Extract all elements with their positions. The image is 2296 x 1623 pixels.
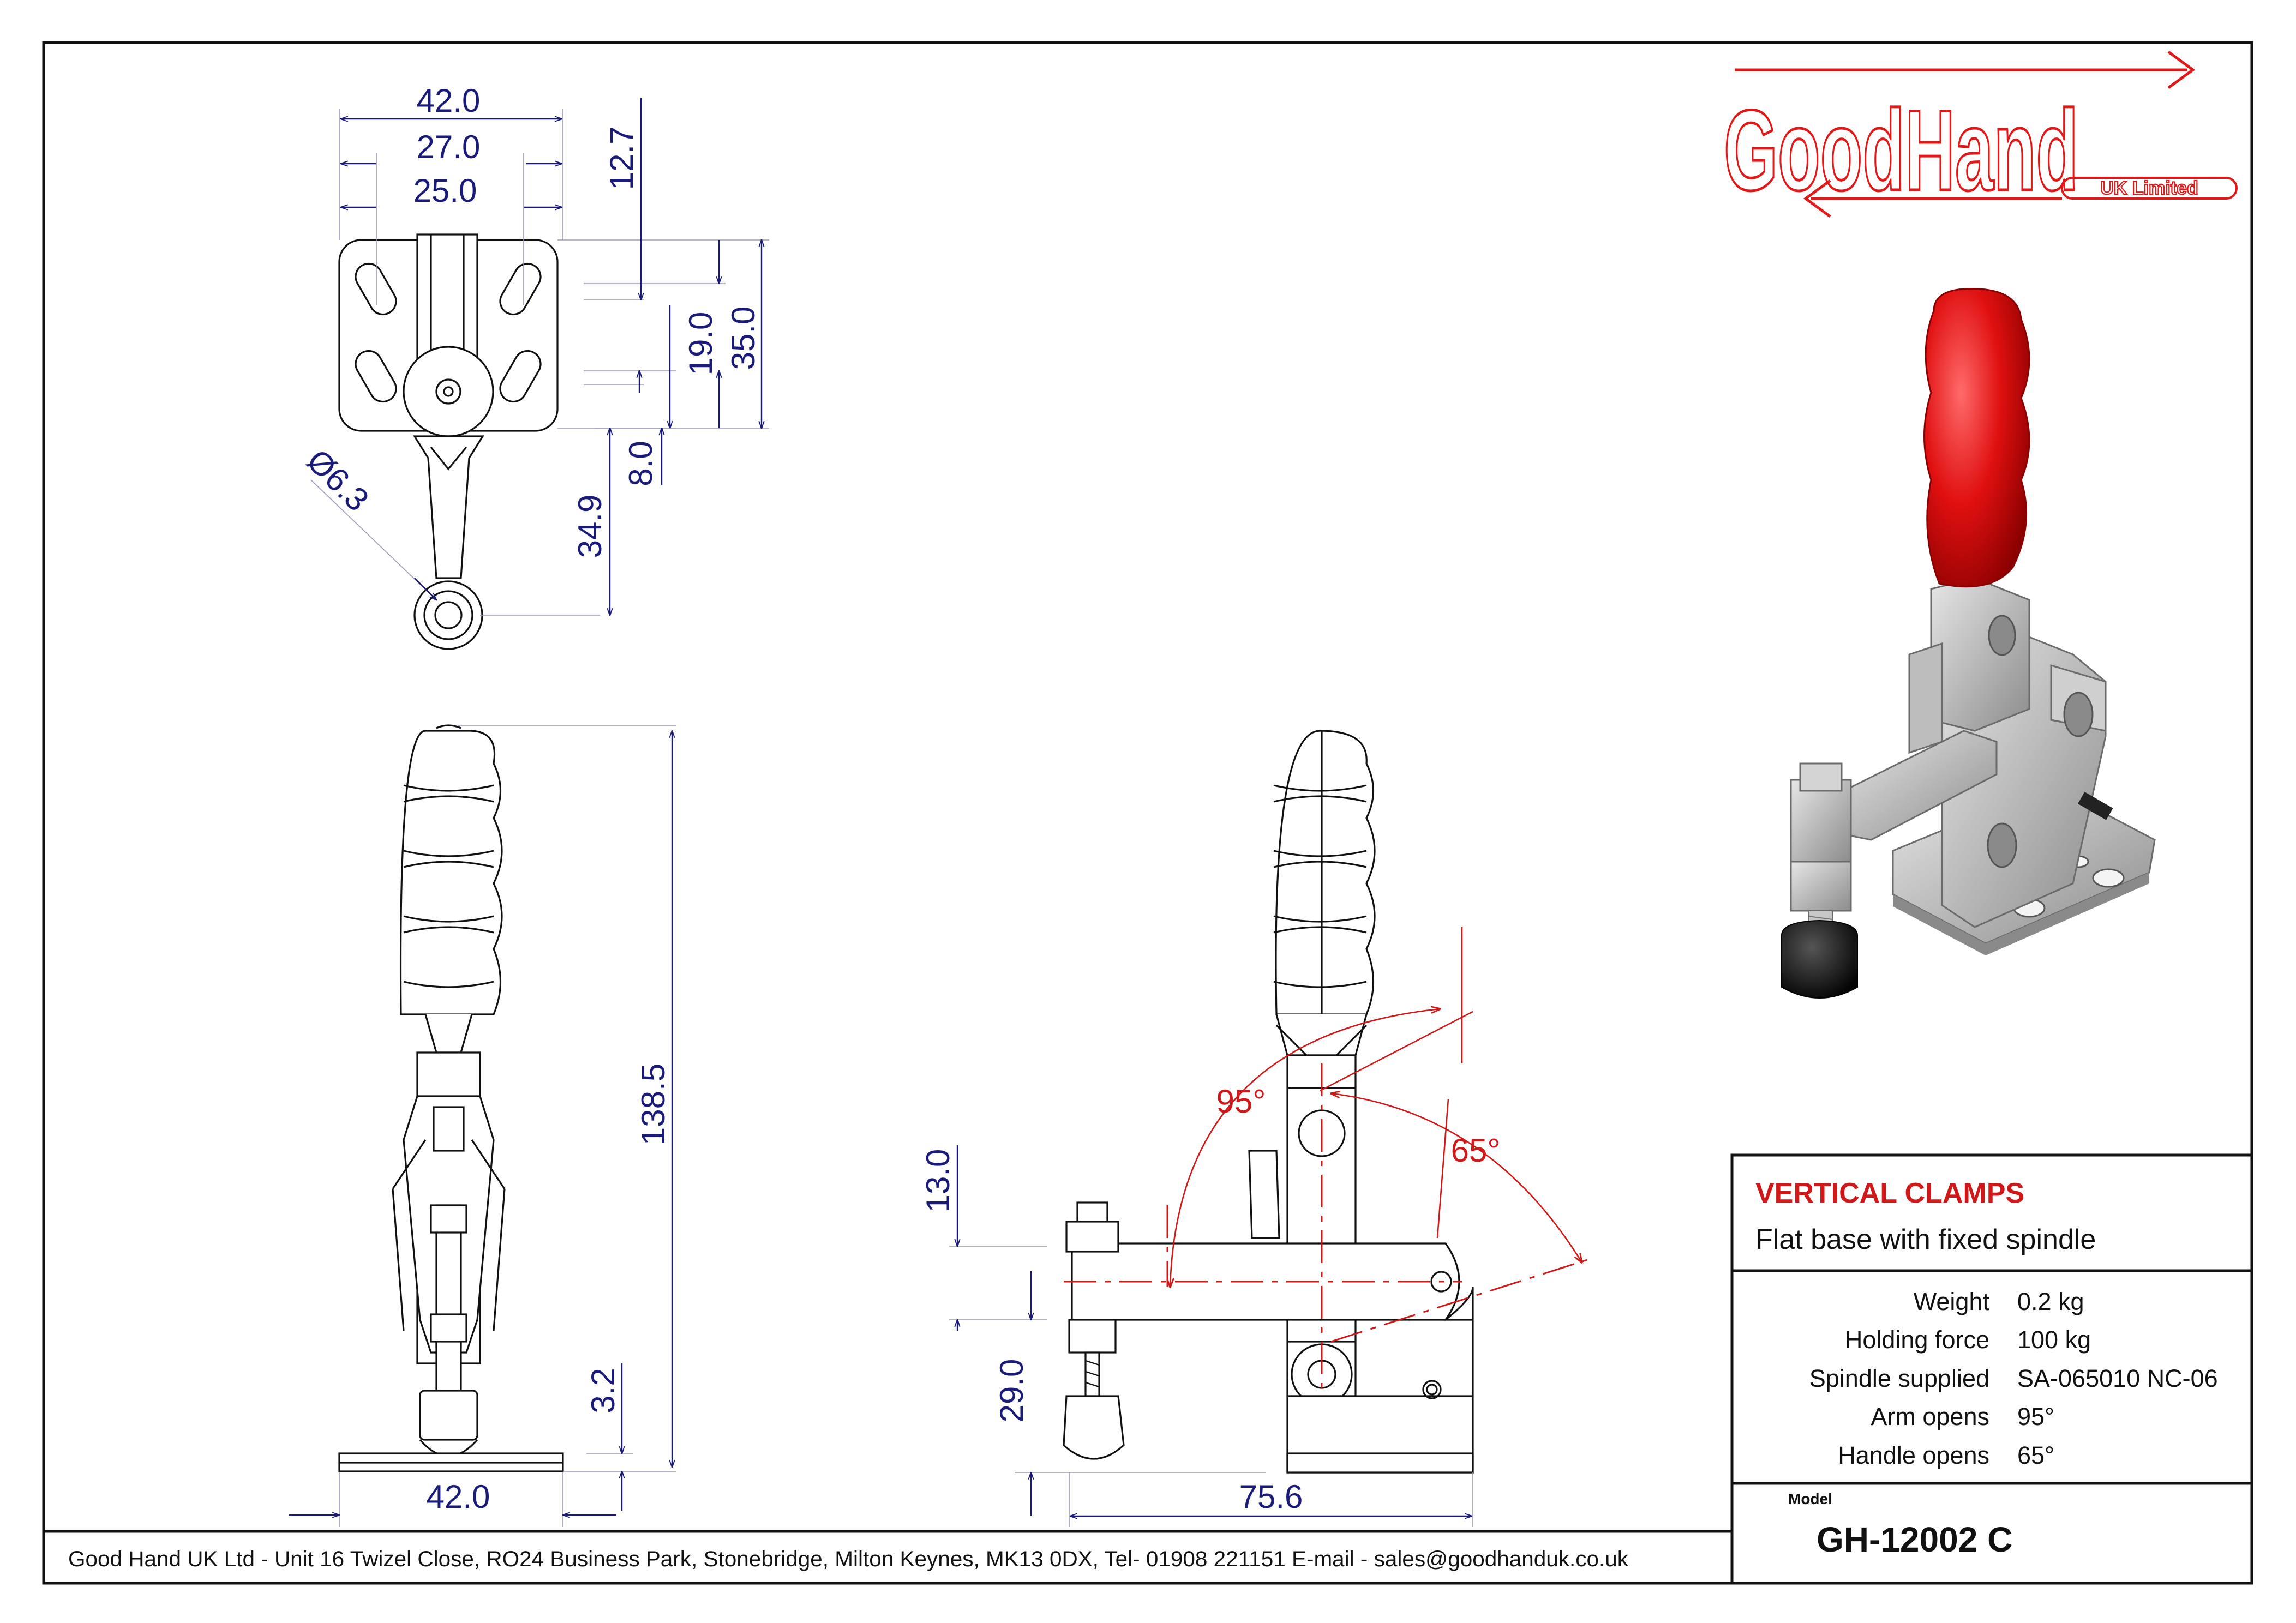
dim-side-42-0: 42.0	[427, 1478, 490, 1515]
spec-value: SA-065010 NC-06	[2017, 1364, 2218, 1392]
spec-value: 100 kg	[2017, 1326, 2091, 1354]
dim-front-75-6: 75.6	[1239, 1478, 1303, 1515]
spec-label: Holding force	[1845, 1326, 1989, 1354]
spec-label: Arm opens	[1871, 1403, 1989, 1430]
red-grip-3d	[1923, 288, 2030, 588]
spec-label: Handle opens	[1838, 1441, 1989, 1469]
model-label: Model	[1788, 1490, 1832, 1507]
angle-arm-opens: 95°	[1216, 1083, 1266, 1120]
dim-top-8-0: 8.0	[622, 441, 659, 486]
dim-top-35-0: 35.0	[725, 306, 762, 370]
side-view: 138.5 3.2 42.0	[289, 724, 676, 1527]
title-description: Flat base with fixed spindle	[1755, 1224, 2096, 1255]
top-view: 42.0 27.0 25.0 12.7 19.0 35.0 8.0 34.9 Ø…	[300, 82, 769, 650]
goodhand-logo: GoodHand UK Limited	[1723, 50, 2238, 218]
spec-label: Spindle supplied	[1809, 1364, 1989, 1392]
dim-side-3-2: 3.2	[585, 1368, 621, 1413]
dim-front-13-0: 13.0	[920, 1149, 956, 1213]
dim-top-12-7: 12.7	[603, 127, 640, 190]
spec-value: 0.2 kg	[2017, 1288, 2084, 1315]
title-category: VERTICAL CLAMPS	[1755, 1177, 2024, 1209]
clamp-3d-render	[1781, 288, 2156, 999]
spec-label: Weight	[1914, 1288, 1990, 1315]
angle-handle-opens: 65°	[1451, 1132, 1501, 1169]
title-block: VERTICAL CLAMPS Flat base with fixed spi…	[1730, 1153, 2253, 1585]
logo-sub-text: UK Limited	[2100, 178, 2198, 199]
footer-address: Good Hand UK Ltd - Unit 16 Twizel Close,…	[68, 1547, 1629, 1571]
dim-top-width: 42.0	[417, 82, 481, 119]
model-number: GH-12002 C	[1817, 1520, 2012, 1559]
logo-sub-badge	[2061, 177, 2238, 200]
drawing-border	[42, 41, 2253, 1585]
spec-value: 95°	[2017, 1403, 2054, 1430]
spec-table: Weight 0.2 kg Holding force 100 kg Spind…	[1809, 1288, 2218, 1469]
dim-top-inner: 25.0	[413, 172, 477, 209]
dim-top-slot-span: 27.0	[417, 129, 481, 165]
logo-brand-text: GoodHand	[1724, 86, 2078, 214]
front-view: 95° 65° 13.0 29.0 75.6	[920, 730, 1588, 1527]
dim-side-138-5: 138.5	[635, 1063, 672, 1145]
dim-top-34-9: 34.9	[572, 495, 608, 558]
dim-top-19-0: 19.0	[682, 312, 719, 376]
dim-front-29-0: 29.0	[993, 1359, 1030, 1423]
spec-value: 65°	[2017, 1441, 2054, 1469]
